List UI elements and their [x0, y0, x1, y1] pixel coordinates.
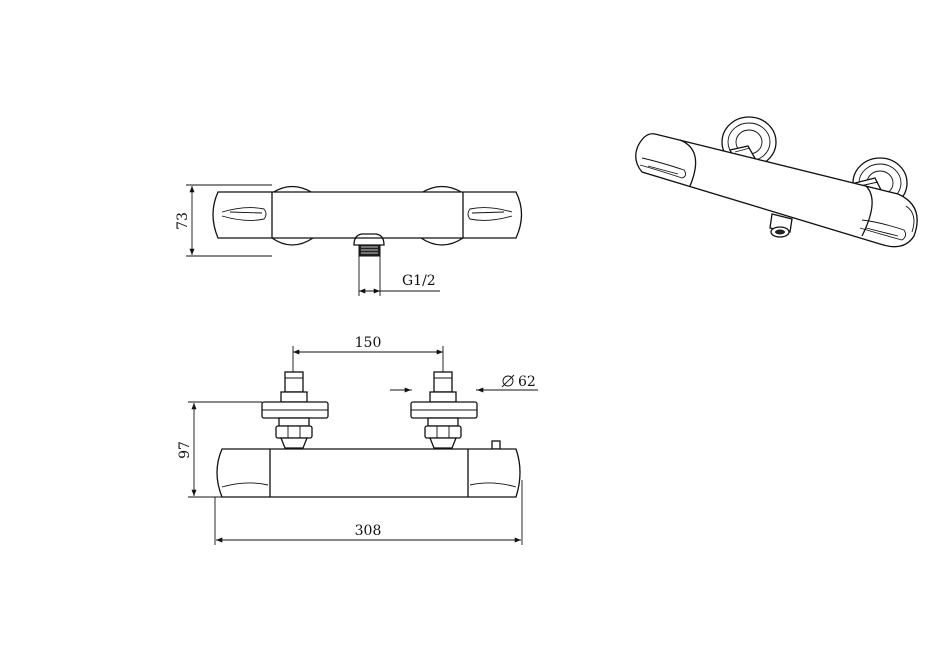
top-view: 73 G1/2 — [175, 184, 523, 296]
dimension-diameter-62: 62 — [390, 374, 538, 393]
dim-label-g12: G1/2 — [402, 273, 436, 289]
top-view-outlet — [353, 233, 385, 257]
dimension-g12: G1/2 — [358, 256, 440, 296]
right-inlet-connector — [410, 371, 478, 449]
right-handle-grip — [467, 207, 513, 221]
top-view-body — [212, 191, 523, 239]
safety-button — [491, 440, 501, 450]
diameter-symbol — [502, 375, 514, 387]
dim-label-150: 150 — [355, 335, 382, 351]
front-view: 150 62 97 308 — [177, 335, 538, 545]
dim-label-73: 73 — [175, 212, 191, 230]
dimension-308: 308 — [214, 480, 523, 545]
dimension-150: 150 — [292, 335, 444, 372]
iso-left-grip — [639, 157, 687, 179]
dimension-73: 73 — [175, 184, 272, 257]
top-view-flange-right — [420, 185, 464, 246]
left-inlet-connector — [261, 371, 329, 449]
iso-right-grip — [859, 219, 907, 241]
iso-outlet — [769, 213, 793, 238]
front-view-body — [216, 448, 521, 498]
dim-label-308: 308 — [355, 523, 382, 539]
dimension-97: 97 — [177, 401, 262, 498]
top-view-flange-left — [271, 185, 314, 246]
dim-label-97: 97 — [177, 441, 193, 459]
isometric-view — [635, 116, 918, 248]
iso-body — [635, 133, 918, 248]
dim-label-62: 62 — [518, 374, 536, 390]
left-handle-grip — [221, 207, 267, 221]
